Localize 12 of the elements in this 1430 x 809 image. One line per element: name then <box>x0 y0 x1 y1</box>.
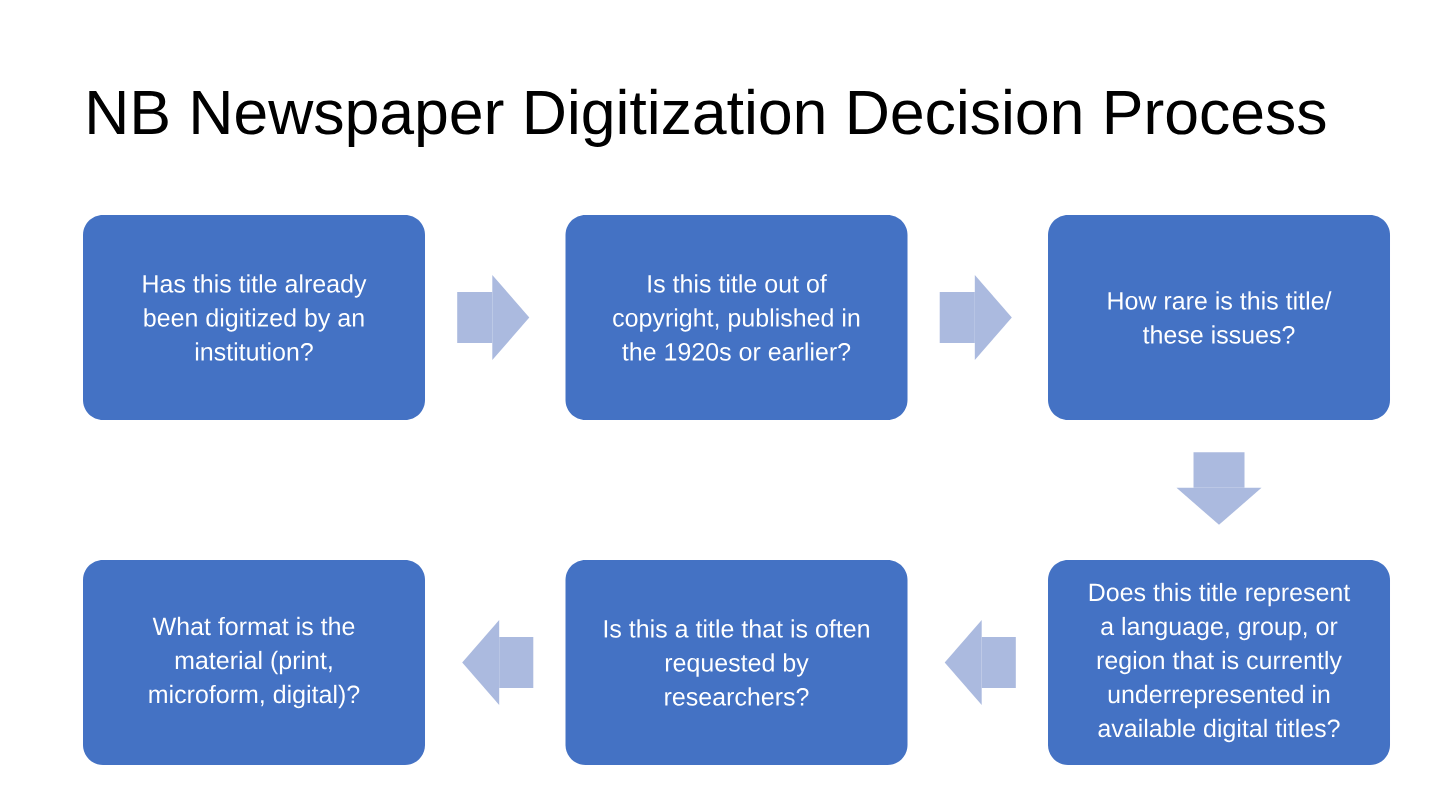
title: NB Newspaper Digitization Decision Process <box>89 88 1326 147</box>
process-box: Is this title out of copyright, published in the 1920s or earlier? <box>565 215 908 420</box>
arrow <box>1176 452 1262 525</box>
arrow <box>462 620 534 705</box>
arrow <box>457 275 530 360</box>
arrow <box>944 620 1016 705</box>
process-box: Has this title already been digitized by an institution? <box>83 215 425 420</box>
arrow <box>939 275 1012 360</box>
process-box: How rare is this title/ these issues? <box>1048 215 1390 420</box>
process-box: Does this title represent a language, group, or region that is currently underrepresented in available digital titles? <box>1048 560 1390 765</box>
process-box: What format is the material (print, microform, digital)? <box>83 560 425 765</box>
process-box: Is this a title that is often requested by researchers? <box>565 560 908 765</box>
